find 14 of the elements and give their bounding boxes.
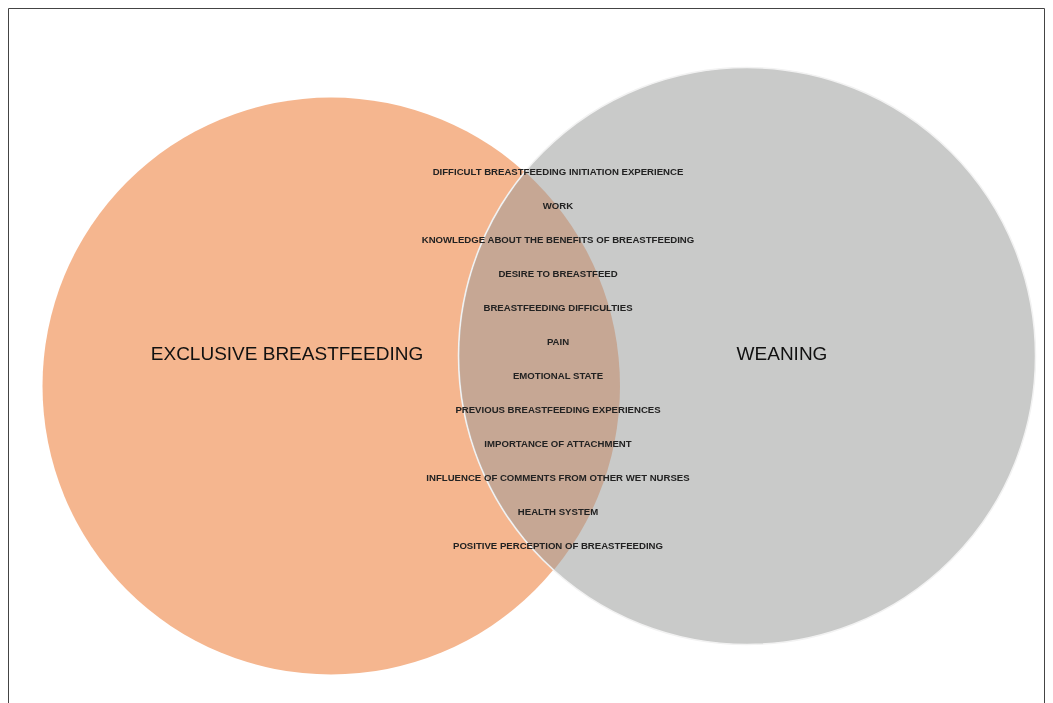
factor-text: HEALTH SYSTEM xyxy=(517,506,599,517)
factor-text: WORK xyxy=(542,200,574,211)
factor-text: IMPORTANCE OF ATTACHMENT xyxy=(484,438,632,449)
factor-text: DESIRE TO BREASTFEED xyxy=(498,268,618,279)
factor-text: KNOWLEDGE ABOUT THE BENEFITS OF BREASTFEEDING xyxy=(421,234,695,245)
factor-text: BREASTFEEDING DIFFICULTIES xyxy=(483,302,633,313)
set-label: WEANING xyxy=(736,343,828,365)
set-label: EXCLUSIVE BREASTFEEDING xyxy=(150,343,424,365)
factor-text: DIFFICULT BREASTFEEDING INITIATION EXPERIENCE xyxy=(432,166,684,177)
factor-text: PREVIOUS BREASTFEEDING EXPERIENCES xyxy=(455,404,661,415)
factor-text: PAIN xyxy=(546,336,570,347)
factor-text: EMOTIONAL STATE xyxy=(512,370,604,381)
factor-text: INFLUENCE OF COMMENTS FROM OTHER WET NURSES xyxy=(426,472,690,483)
factor-text: POSITIVE PERCEPTION OF BREASTFEEDING xyxy=(453,540,663,551)
